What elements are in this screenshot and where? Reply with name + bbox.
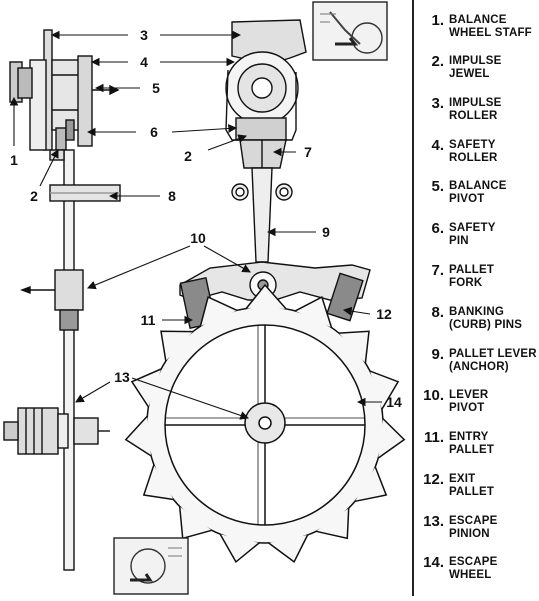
callout-10: 10 [190,230,206,246]
escape-wheel-tooth [124,415,152,457]
callout-8: 8 [168,188,176,204]
banking-pins [231,183,293,201]
escape-wheel-tooth [354,466,388,503]
side-view [3,29,121,571]
pallet-lever [179,167,371,330]
leader-lines [9,30,382,420]
escape-wheel-tooth [294,296,333,328]
callout-13: 13 [114,369,130,385]
callout-4: 4 [140,54,148,70]
callout-11: 11 [141,312,156,328]
balance-assembly [225,19,307,169]
callout-3: 3 [140,27,148,43]
movement-thumbnail-icon [312,1,388,61]
escape-wheel-tooth [268,534,309,564]
callout-6: 6 [150,124,158,140]
escape-wheel-tooth [338,330,370,364]
escape-wheel-tooth [219,533,260,564]
callout-2-right: 2 [184,148,192,164]
callout-1: 1 [10,152,18,168]
callout-7: 7 [304,144,312,160]
escape-wheel-tooth [160,330,193,362]
callout-9: 9 [322,224,330,240]
callout-14: 14 [386,394,402,410]
escape-wheel-tooth [130,368,162,408]
escape-wheel-teeth [124,283,406,564]
escape-wheel-tooth [377,417,406,459]
escape-wheel-tooth [142,464,174,501]
movement-thumbnail-icon [113,537,189,595]
escape-wheel [124,283,406,564]
callout-12: 12 [376,306,392,322]
callout-5: 5 [152,80,160,96]
callout-numbers: 3 4 5 6 7 2 1 2 8 10 9 11 12 13 14 [10,27,402,410]
callout-2-left: 2 [30,188,38,204]
escape-wheel-tooth [369,370,400,410]
escape-wheel-tooth [245,283,287,310]
exit-pallet-stone [326,272,364,322]
legend-item-8: 8. BANKING(CURB) PINS [431,304,523,331]
escape-wheel-tooth [199,296,238,327]
legend-item-9: 9. PALLET LEVER(ANCHOR) [431,346,537,373]
escape-wheel-tooth [315,508,350,540]
